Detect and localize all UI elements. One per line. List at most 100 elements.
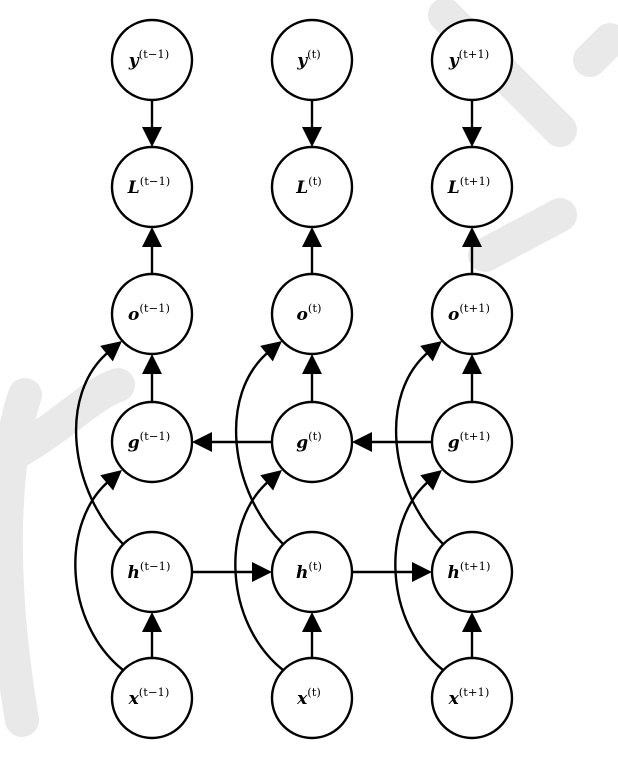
node-circle [110, 656, 194, 740]
node-label: x(t) [296, 685, 321, 709]
node-symbol: o [297, 305, 308, 325]
node-circle [110, 272, 194, 356]
node-label: L(t+1) [447, 174, 491, 198]
node-circle [270, 656, 354, 740]
node-superscript: (t−1) [139, 47, 170, 61]
node-circle [430, 656, 514, 740]
node-circle [270, 145, 354, 229]
node-g-0: g(t−1) [110, 400, 194, 484]
node-symbol: L [295, 178, 308, 198]
node-label: o(t+1) [448, 301, 490, 325]
node-label: y(t−1) [128, 47, 169, 71]
node-superscript: (t) [308, 174, 322, 188]
node-symbol: o [448, 305, 459, 325]
node-o-1: o(t) [270, 272, 354, 356]
node-label: g(t) [296, 429, 322, 453]
node-label: h(t) [296, 559, 322, 583]
node-superscript: (t+1) [460, 429, 491, 443]
node-label: y(t) [296, 47, 321, 71]
node-label: o(t) [297, 301, 322, 325]
node-superscript: (t−1) [140, 559, 171, 573]
node-superscript: (t) [307, 685, 321, 699]
node-symbol: x [296, 689, 308, 709]
edge-h-to-o [234, 350, 284, 545]
node-superscript: (t+1) [459, 47, 490, 61]
node-label: x(t−1) [128, 685, 170, 709]
arrow-head [252, 562, 272, 582]
node-g-2: g(t+1) [430, 400, 514, 484]
node-superscript: (t+1) [459, 685, 490, 699]
arrow-head [420, 470, 442, 491]
node-h-1: h(t) [270, 530, 354, 614]
node-L-0: L(t−1) [110, 145, 194, 229]
node-o-0: o(t−1) [110, 272, 194, 356]
arrow-head [100, 341, 122, 362]
node-label: L(t) [295, 174, 322, 198]
node-o-2: o(t+1) [430, 272, 514, 356]
node-superscript: (t−1) [140, 429, 171, 443]
node-symbol: L [127, 178, 140, 198]
node-circle [430, 530, 514, 614]
node-label: g(t−1) [128, 429, 170, 453]
node-symbol: h [128, 563, 140, 583]
node-superscript: (t+1) [460, 174, 491, 188]
arrow-head [142, 612, 162, 632]
node-circle [430, 400, 514, 484]
node-superscript: (t+1) [459, 301, 490, 315]
node-superscript: (t) [308, 301, 322, 315]
nodes: y(t−1)L(t−1)o(t−1)g(t−1)h(t−1)x(t−1)y(t)… [110, 18, 514, 740]
arrow-head [192, 432, 212, 452]
arrow-head [100, 470, 122, 491]
arrow-head [412, 562, 432, 582]
node-symbol: g [448, 433, 460, 453]
node-label: h(t+1) [448, 559, 491, 583]
arrow-head [142, 227, 162, 247]
node-g-1: g(t) [270, 400, 354, 484]
node-superscript: (t) [307, 47, 321, 61]
arrow-head [302, 354, 322, 374]
node-x-0: x(t−1) [110, 656, 194, 740]
node-label: h(t−1) [128, 559, 171, 583]
arrow-head [142, 127, 162, 147]
node-symbol: y [448, 51, 460, 71]
edge-h-to-o [74, 350, 124, 545]
node-circle [430, 18, 514, 102]
arrow-head [352, 432, 372, 452]
node-x-2: x(t+1) [430, 656, 514, 740]
node-label: g(t+1) [448, 429, 490, 453]
arrow-head [462, 354, 482, 374]
node-superscript: (t) [308, 429, 322, 443]
node-h-2: h(t+1) [430, 530, 514, 614]
node-L-2: L(t+1) [430, 145, 514, 229]
node-circle [110, 18, 194, 102]
node-y-1: y(t) [270, 18, 354, 102]
node-circle [430, 145, 514, 229]
node-label: x(t+1) [448, 685, 490, 709]
arrow-head [462, 227, 482, 247]
node-symbol: g [296, 433, 308, 453]
node-superscript: (t−1) [139, 685, 170, 699]
node-symbol: x [128, 689, 140, 709]
node-symbol: h [448, 563, 460, 583]
node-circle [270, 530, 354, 614]
arrow-head [260, 341, 282, 362]
arrow-head [302, 127, 322, 147]
node-label: y(t+1) [448, 47, 489, 71]
node-symbol: o [128, 305, 139, 325]
node-y-2: y(t+1) [430, 18, 514, 102]
node-symbol: h [296, 563, 308, 583]
node-circle [270, 272, 354, 356]
node-circle [270, 18, 354, 102]
edges [74, 100, 482, 671]
node-label: o(t−1) [128, 301, 170, 325]
arrow-head [260, 470, 282, 491]
arrow-head [462, 127, 482, 147]
edge-x-to-g [74, 479, 124, 671]
node-symbol: L [447, 178, 460, 198]
arrow-head [420, 341, 442, 362]
node-symbol: y [296, 51, 308, 71]
node-superscript: (t+1) [460, 559, 491, 573]
node-circle [110, 145, 194, 229]
node-symbol: x [448, 689, 460, 709]
